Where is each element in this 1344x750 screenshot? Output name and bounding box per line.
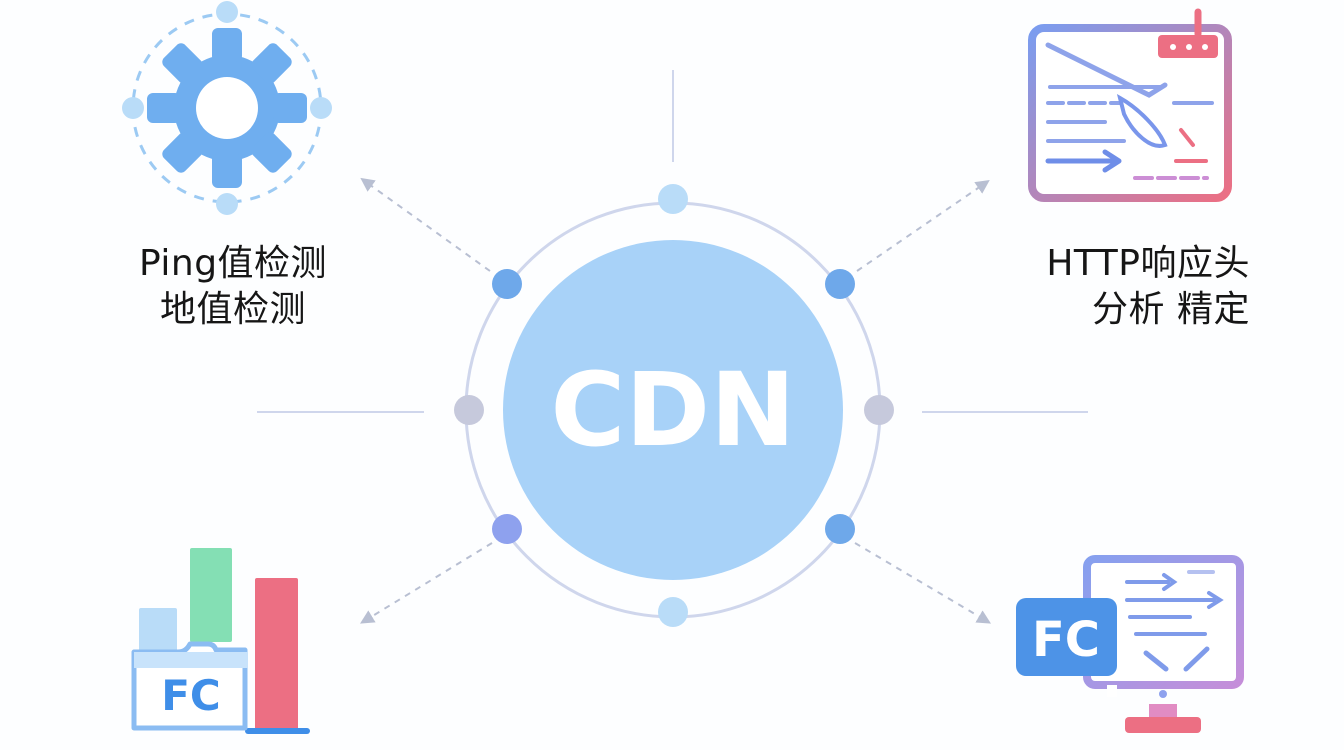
bar-chart-icon: FC <box>131 548 310 734</box>
guide-lines <box>257 70 1088 413</box>
document-icon <box>1028 8 1232 202</box>
connector-top-right <box>856 180 990 272</box>
connector-bottom-right <box>854 542 992 624</box>
http-header-line-1: HTTP响应头 <box>1046 243 1250 284</box>
ring-node-top-left <box>492 269 522 299</box>
http-header-line-2: 分析 精定 <box>1092 289 1250 330</box>
ring-node-bottom-right <box>825 514 855 544</box>
ping-check-label: Ping值检测 地值检测 <box>118 241 348 333</box>
cdn-center-circle <box>503 240 843 580</box>
ring-node-right <box>864 395 894 425</box>
ring-node-top-right <box>825 269 855 299</box>
ring-node-top <box>658 184 688 214</box>
ping-check-line-1: Ping值检测 <box>138 243 328 284</box>
gear-icon <box>122 1 332 215</box>
connector-bottom-left <box>360 542 493 624</box>
ring-node-left <box>454 395 484 425</box>
monitor-fc-badge: FC <box>1032 612 1100 668</box>
monitor-icon: FC <box>1016 555 1244 733</box>
chart-fc-badge: FC <box>161 671 221 720</box>
ring-nodes <box>454 184 894 627</box>
ring-node-bottom-left <box>492 514 522 544</box>
cdn-label: CDN <box>551 351 796 470</box>
connector-top-left <box>360 177 491 272</box>
connectors <box>360 177 992 624</box>
ping-check-line-2: 地值检测 <box>159 289 306 330</box>
ring-node-bottom <box>658 597 688 627</box>
http-header-label: HTTP响应头 分析 精定 <box>990 241 1250 333</box>
